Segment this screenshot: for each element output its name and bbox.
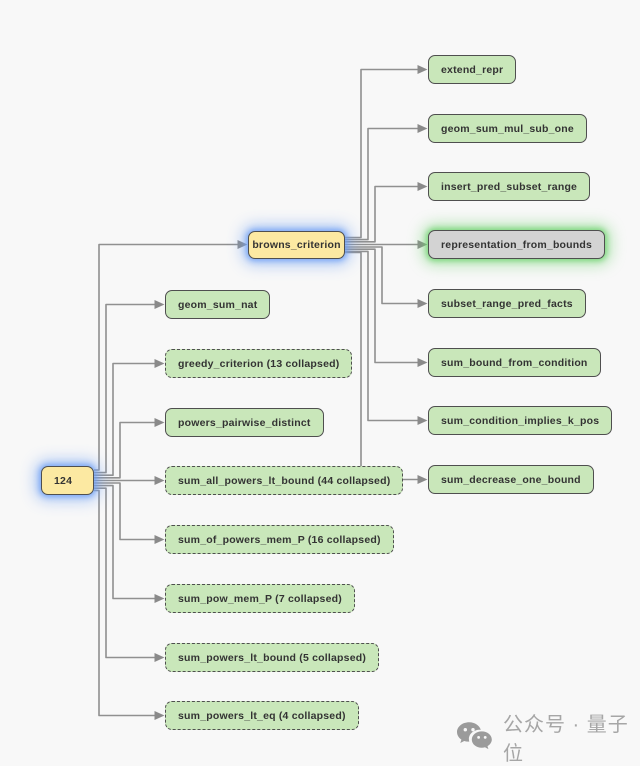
wechat-icon: [456, 721, 494, 753]
edge-root-geom_sum_nat: [94, 300, 165, 474]
node-greedy_criterion[interactable]: greedy_criterion (13 collapsed): [165, 349, 353, 378]
edge-browns-extend_repr: [345, 65, 428, 239]
node-insert_pred_subset_range[interactable]: insert_pred_subset_range: [428, 172, 591, 201]
edge-root-sum_powers_lt_bound: [94, 487, 165, 662]
node-sum_bound_from_condition[interactable]: sum_bound_from_condition: [428, 348, 601, 377]
node-browns_criterion[interactable]: browns_criterion: [248, 231, 345, 259]
node-sum_condition_implies_k_pos[interactable]: sum_condition_implies_k_pos: [428, 406, 613, 435]
node-powers_pairwise_distinct[interactable]: powers_pairwise_distinct: [165, 408, 324, 437]
node-subset_range_pred_facts[interactable]: subset_range_pred_facts: [428, 289, 586, 318]
edge-browns-sum_bound_from_condition: [345, 248, 428, 367]
node-sum_powers_lt_eq[interactable]: sum_powers_lt_eq (4 collapsed): [165, 701, 359, 730]
node-root-124[interactable]: 124: [41, 466, 94, 495]
edge-browns-subset_range_pred_facts: [345, 246, 428, 308]
edge-browns-sum_condition_implies_k_pos: [345, 250, 428, 425]
edge-root-powers_pairwise_distinct: [94, 418, 165, 479]
edge-root-sum_of_powers_mem_P: [94, 482, 165, 544]
node-sum_decrease_one_bound[interactable]: sum_decrease_one_bound: [428, 465, 594, 494]
node-sum_powers_lt_bound[interactable]: sum_powers_lt_bound (5 collapsed): [165, 643, 380, 672]
node-representation_from_bounds[interactable]: representation_from_bounds: [428, 230, 606, 259]
node-sum_pow_mem_P[interactable]: sum_pow_mem_P (7 collapsed): [165, 584, 355, 613]
node-geom_sum_mul_sub_one[interactable]: geom_sum_mul_sub_one: [428, 114, 587, 143]
node-sum_all_powers_lt_bound[interactable]: sum_all_powers_lt_bound (44 collapsed): [165, 466, 404, 495]
edge-root-greedy_criterion: [94, 359, 165, 476]
node-geom_sum_nat[interactable]: geom_sum_nat: [165, 290, 271, 319]
watermark: 公众号 · 量子位: [456, 708, 640, 766]
edge-browns-insert_pred_subset_range: [345, 182, 428, 243]
edge-browns-geom_sum_mul_sub_one: [345, 124, 428, 241]
node-sum_of_powers_mem_P[interactable]: sum_of_powers_mem_P (16 collapsed): [165, 525, 394, 554]
edge-root-browns_criterion: [94, 240, 248, 471]
watermark-text: 公众号 · 量子位: [503, 714, 629, 765]
edge-root-sum_powers_lt_eq: [94, 489, 165, 720]
node-extend_repr[interactable]: extend_repr: [428, 55, 517, 84]
edge-root-sum_pow_mem_P: [94, 484, 165, 603]
